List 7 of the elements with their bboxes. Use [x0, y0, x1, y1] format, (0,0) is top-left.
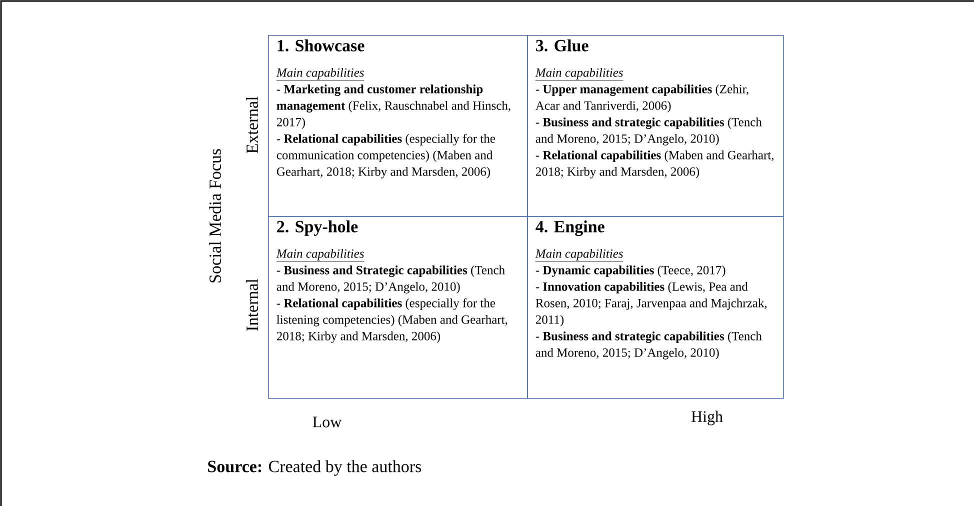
caption: Source: Created by the authors — [208, 460, 422, 476]
quadrant-cell: 3. Glue Main capabilities - Upper management capabilities (Zehir, Acar and Tanriverdi, 2006) - Business and strategic capabilities (Tench and Moreno, 2015; D’Angelo, 2010) - Relational capabilities (Maben and Gearhart, 2018; Kirby and Marsden, 2006) — [527, 35, 784, 217]
axis-label: Low — [312, 416, 342, 428]
quadrant-cell: 2. Spy-hole Main capabilities - Business and Strategic capabilities (Tench and Moreno, 2015; D’Angelo, 2010) - Relational capabilities (especially for the listening competencies) (Maben and Gearhart, 2018; Kirby and Marsden, 2006) — [268, 216, 528, 399]
quadrant-cell: 1. Showcase Main capabilities - Marketing and customer relationship management (Felix, Rauschnabel and Hinsch, 2017) - Relational capabilities (especially for the communication competencies) (Maben and Gearhart, 2018; Kirby and Marsden, 2006) — [268, 35, 528, 217]
quadrant-cell: 4. Engine Main capabilities - Dynamic capabilities (Teece, 2017) - Innovation capabilities (Lewis, Pea and Rosen, 2010; Faraj, Jarvenpaa and Majchrzak, 2011) - Business and strategic capabilities (Tench and Moreno, 2015; D’Angelo, 2010) — [527, 216, 784, 399]
axis-title: Social Media Focus — [209, 149, 221, 282]
